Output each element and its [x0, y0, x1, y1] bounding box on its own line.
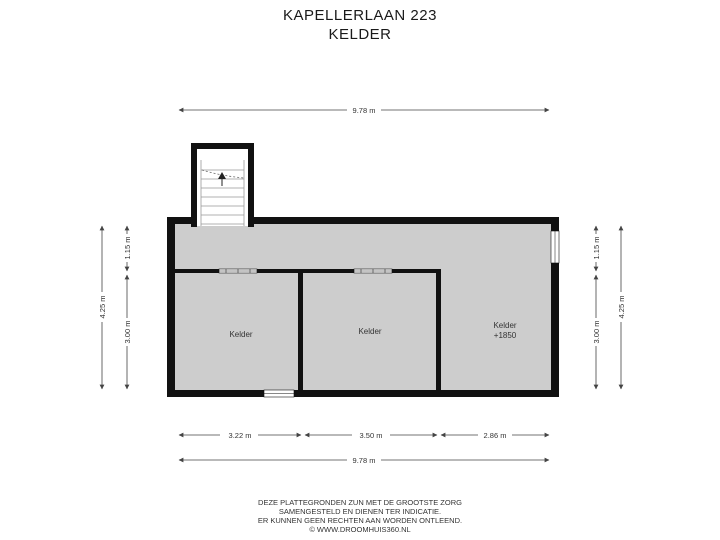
- dimension-label: 9.78 m: [353, 456, 376, 465]
- dimension-label: 4.25 m: [98, 296, 107, 319]
- dimension-label: 3.00 m: [592, 321, 601, 344]
- dimension-label: 9.78 m: [353, 106, 376, 115]
- dimension-label: 4.25 m: [617, 296, 626, 319]
- walls: [167, 143, 559, 397]
- plan-title: KAPELLERLAAN 223 KELDER: [0, 6, 720, 44]
- floor-area: [172, 222, 555, 392]
- door-opening: [353, 268, 393, 274]
- window-opening: [550, 230, 560, 264]
- disclaimer: DEZE PLATTEGRONDEN ZUN MET DE GROOTSTE Z…: [0, 498, 720, 534]
- door-opening: [218, 268, 258, 274]
- disclaimer-line: DEZE PLATTEGRONDEN ZUN MET DE GROOTSTE Z…: [258, 498, 462, 507]
- dimension-labels: 9.78 m 3.22 m 3.50 m 2.86 m 9.78 m 4.25 …: [96, 104, 627, 465]
- stair-arrow-icon: [218, 172, 226, 179]
- room-label: Kelder: [493, 321, 516, 330]
- dimension-label: 3.22 m: [229, 431, 252, 440]
- floor-title: KELDER: [328, 26, 392, 43]
- dimension-label: 3.00 m: [123, 321, 132, 344]
- room-level-label: +1850: [494, 331, 517, 340]
- openings: [218, 230, 560, 398]
- window-opening: [263, 389, 295, 398]
- disclaimer-line: ER KUNNEN GEEN RECHTEN AAN WORDEN ONTLEE…: [257, 516, 463, 525]
- disclaimer-line: SAMENGESTELD EN DIENEN TER INDICATIE.: [278, 507, 442, 516]
- dimension-label: 2.86 m: [484, 431, 507, 440]
- address-title: KAPELLERLAAN 223: [283, 7, 437, 24]
- room-label: Kelder: [229, 330, 252, 339]
- room-label: Kelder: [358, 327, 381, 336]
- dimension-label: 3.50 m: [360, 431, 383, 440]
- dimension-label: 1.15 m: [592, 237, 601, 260]
- copyright-line: © WWW.DROOMHUIS360.NL: [309, 525, 411, 534]
- dimension-label: 1.15 m: [123, 237, 132, 260]
- room-labels: Kelder Kelder Kelder +1850: [229, 321, 516, 340]
- staircase: [196, 148, 249, 226]
